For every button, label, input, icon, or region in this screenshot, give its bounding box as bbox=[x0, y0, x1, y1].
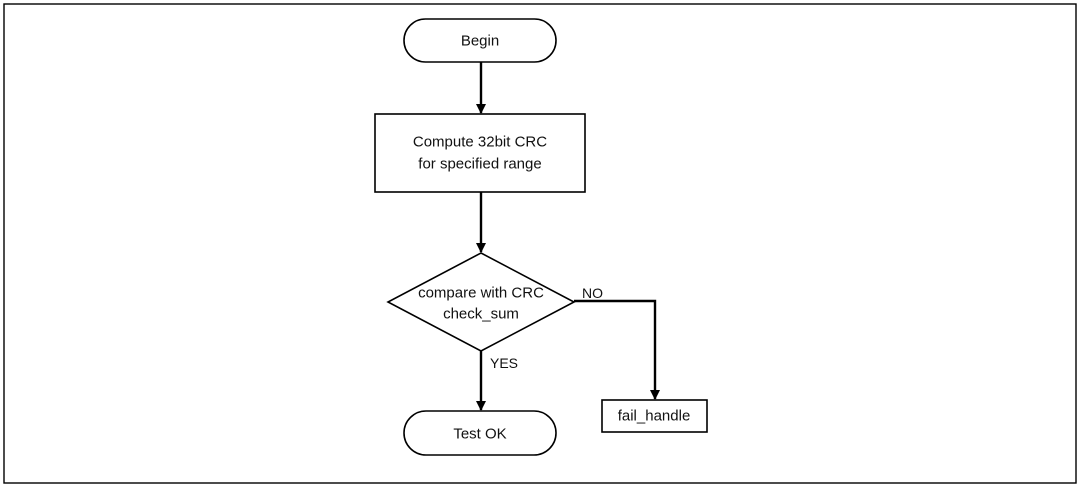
diagram-frame bbox=[3, 3, 1077, 484]
fail-handle-node: fail_handle bbox=[601, 399, 708, 433]
compare-crc-decision-shape bbox=[386, 252, 576, 352]
compare-crc-label-line-1: compare with CRC bbox=[418, 285, 544, 302]
edge-label-no: NO bbox=[582, 285, 603, 301]
begin-node-shape bbox=[403, 18, 557, 63]
begin-label: Begin bbox=[461, 33, 499, 50]
begin-node: Begin bbox=[403, 18, 557, 63]
compute-crc-node-shape bbox=[374, 113, 586, 193]
compare-crc-decision: compare with CRC check_sum bbox=[386, 252, 576, 352]
test-ok-node: Test OK bbox=[403, 410, 557, 456]
compute-crc-label-line-2: for specified range bbox=[418, 156, 541, 173]
edge-compare-to-fail-handle bbox=[574, 299, 660, 400]
test-ok-label: Test OK bbox=[453, 426, 506, 443]
compute-crc-label-line-1: Compute 32bit CRC bbox=[413, 134, 547, 151]
fail-handle-label: fail_handle bbox=[618, 408, 691, 425]
edge-label-yes: YES bbox=[490, 355, 518, 371]
test-ok-node-shape bbox=[403, 410, 557, 456]
compute-crc-node: Compute 32bit CRC for specified range bbox=[374, 113, 586, 193]
compare-crc-label-line-2: check_sum bbox=[443, 306, 519, 323]
fail-handle-node-shape bbox=[601, 399, 708, 433]
